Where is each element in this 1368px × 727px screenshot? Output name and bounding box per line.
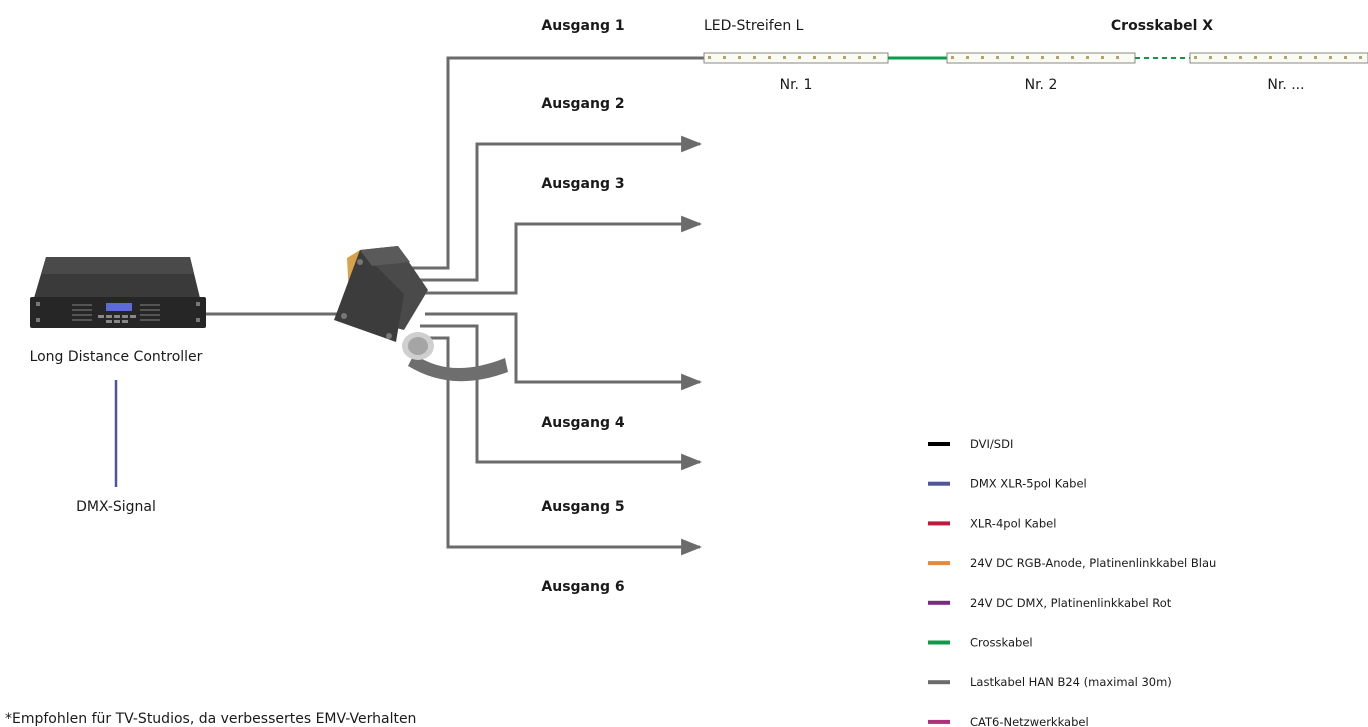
led-chip xyxy=(738,56,741,59)
legend-swatch xyxy=(928,442,950,446)
cable-output-2 xyxy=(410,135,703,282)
led-chip xyxy=(996,56,999,59)
led-strip-segment-2 xyxy=(946,52,1136,64)
led-chip xyxy=(1116,56,1119,59)
led-chip xyxy=(1041,56,1044,59)
output-label-6: Ausgang 6 xyxy=(541,579,624,595)
led-chip xyxy=(708,56,711,59)
crosskabel-label: Crosskabel X xyxy=(1111,18,1213,34)
led-chip xyxy=(723,56,726,59)
output-label-1: Ausgang 1 xyxy=(541,18,624,34)
led-chip xyxy=(1194,56,1197,59)
legend-swatch xyxy=(928,561,950,566)
led-chip xyxy=(1269,56,1272,59)
legend-label: Crosskabel xyxy=(970,636,1033,650)
legend-label: 24V DC RGB-Anode, Platinenlinkkabel Blau xyxy=(970,556,1216,570)
led-chip xyxy=(1101,56,1104,59)
legend-label: XLR-4pol Kabel xyxy=(970,516,1056,530)
cable-output-3 xyxy=(420,215,703,295)
led-chip xyxy=(981,56,984,59)
cable-output-1 xyxy=(405,56,704,270)
led-chip xyxy=(1056,56,1059,59)
led-chip xyxy=(753,56,756,59)
led-chip xyxy=(1254,56,1257,59)
led-chip xyxy=(1314,56,1317,59)
led-chip xyxy=(1239,56,1242,59)
legend-swatch xyxy=(928,600,950,605)
output-cables xyxy=(405,56,704,556)
led-chip xyxy=(951,56,954,59)
cable-output-5 xyxy=(420,324,703,471)
led-chip xyxy=(798,56,801,59)
led-strip-segment-3 xyxy=(1189,52,1368,64)
output-label-3: Ausgang 3 xyxy=(541,176,624,192)
dmx-signal-label: DMX-Signal xyxy=(76,499,156,515)
led-chip xyxy=(858,56,861,59)
output-labels: Ausgang 1 Ausgang 2 Ausgang 3 Ausgang 4 … xyxy=(541,18,624,595)
distribution-connector xyxy=(334,246,508,382)
legend-swatch xyxy=(928,481,950,486)
led-chip xyxy=(966,56,969,59)
led-chip xyxy=(1344,56,1347,59)
led-chip xyxy=(1071,56,1074,59)
led-chip xyxy=(873,56,876,59)
led-chip xyxy=(1011,56,1014,59)
legend-label: DMX XLR-5pol Kabel xyxy=(970,477,1087,491)
output-label-4: Ausgang 4 xyxy=(541,415,624,431)
legend-swatch xyxy=(928,640,950,645)
footnote: *Empfohlen für TV-Studios, da verbessert… xyxy=(5,711,416,727)
led-chip xyxy=(1086,56,1089,59)
segment-label-1: Nr. 1 xyxy=(780,77,813,93)
legend-swatch xyxy=(928,719,950,724)
cable-output-4 xyxy=(425,312,703,391)
led-chip xyxy=(768,56,771,59)
legend-label: DVI/SDI xyxy=(970,437,1013,451)
led-chip xyxy=(1026,56,1029,59)
legend-swatch xyxy=(928,680,950,685)
led-chip xyxy=(813,56,816,59)
led-chip xyxy=(1224,56,1227,59)
display-screen xyxy=(106,303,132,311)
strip-title: LED-Streifen L xyxy=(704,18,804,34)
segment-label-3: Nr. ... xyxy=(1267,77,1304,93)
output-label-5: Ausgang 5 xyxy=(541,499,624,515)
led-chip xyxy=(843,56,846,59)
segment-label-2: Nr. 2 xyxy=(1025,77,1058,93)
led-chip xyxy=(1329,56,1332,59)
led-chip xyxy=(1359,56,1362,59)
controller-device xyxy=(30,257,206,328)
led-chip xyxy=(828,56,831,59)
led-chip xyxy=(1209,56,1212,59)
legend-label: CAT6-Netzwerkkabel xyxy=(970,715,1089,727)
controller-label: Long Distance Controller xyxy=(30,349,203,365)
led-chip xyxy=(783,56,786,59)
led-chip xyxy=(1299,56,1302,59)
output-label-2: Ausgang 2 xyxy=(541,96,624,112)
led-strip-segment-1 xyxy=(703,52,889,64)
legend-swatch xyxy=(928,521,950,526)
legend-label: 24V DC DMX, Platinenlinkkabel Rot xyxy=(970,596,1172,610)
led-chip xyxy=(1284,56,1287,59)
legend-label: Lastkabel HAN B24 (maximal 30m) xyxy=(970,675,1172,689)
